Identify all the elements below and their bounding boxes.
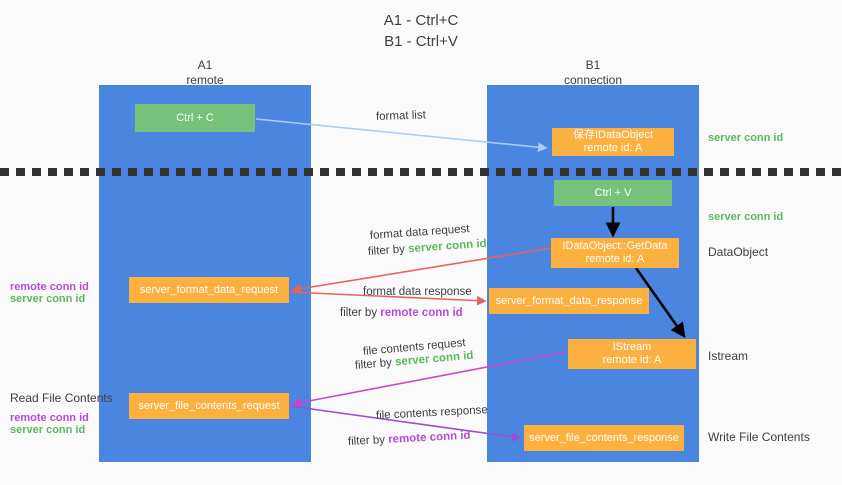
flow-label-format-data-response: format data response	[363, 285, 472, 300]
column-header-b1: B1 connection	[563, 58, 623, 87]
label-left-remote-conn-id-2: remote conn id	[10, 412, 89, 424]
flow-label-format-data-resp-filter-prefix: filter by	[340, 307, 381, 319]
column-header-a1: A1 remote	[186, 58, 224, 87]
box-server-format-data-request-line1: server_format_data_request	[139, 283, 279, 296]
box-istream-line2: remote id: A	[602, 354, 662, 366]
label-dataobject: DataObject	[708, 245, 769, 259]
box-server-file-contents-request-line1: server_file_contents_request	[138, 399, 280, 412]
box-save-idataobject-line1: 保存IDataObject	[572, 129, 654, 141]
label-left-server-conn-id-1: server conn id	[10, 293, 86, 305]
flow-label-format-data-resp-filter-highlight: remote conn id	[380, 307, 463, 319]
box-server-format-data-response[interactable]: server_format_data_response	[489, 288, 649, 314]
page-title: A1 - Ctrl+C B1 - Ctrl+V	[383, 12, 459, 50]
flow-label-format-data-req-filter-highlight: server conn id	[407, 237, 487, 256]
time-separator-dashed-line	[0, 168, 842, 176]
flow-label-format-data-resp-filter: filter by remote conn id	[340, 306, 463, 321]
box-server-format-data-request[interactable]: server_format_data_request	[129, 277, 289, 303]
flow-label-file-contents-resp-filter: filter by remote conn id	[348, 429, 471, 450]
box-ctrl-c[interactable]: Ctrl + C	[135, 104, 255, 132]
box-ctrl-c-line1: Ctrl + C	[176, 111, 214, 124]
flow-label-file-contents-resp-filter-highlight: remote conn id	[387, 429, 471, 446]
box-ctrl-v-line1: Ctrl + V	[594, 186, 632, 199]
flow-label-file-contents-response: file contents response	[376, 403, 489, 424]
box-idataobject-getdata-line1: IDataObject::GetData	[562, 240, 668, 252]
box-ctrl-v[interactable]: Ctrl + V	[554, 180, 672, 206]
label-write-file-contents: Write File Contents	[708, 430, 810, 444]
flow-label-format-list: format list	[376, 108, 426, 125]
label-read-file-contents: Read File Contents	[10, 391, 113, 405]
box-server-file-contents-request[interactable]: server_file_contents_request	[129, 393, 289, 419]
flow-label-file-contents-resp-filter-prefix: filter by	[347, 433, 389, 448]
label-left-server-conn-id-2: server conn id	[10, 424, 86, 436]
box-server-file-contents-response-line1: server_file_contents_response	[529, 431, 679, 444]
box-server-format-data-response-line1: server_format_data_response	[495, 294, 643, 307]
flow-label-format-data-req-filter-prefix: filter by	[367, 243, 409, 258]
box-save-idataobject-line2: remote id: A	[583, 142, 643, 154]
box-server-file-contents-response[interactable]: server_file_contents_response	[524, 425, 684, 451]
box-idataobject-getdata-line2: remote id: A	[585, 253, 645, 265]
label-server-conn-id-1: server conn id	[708, 132, 784, 144]
flow-label-file-contents-response-text: file contents response	[375, 404, 489, 422]
label-left-remote-conn-id-1: remote conn id	[10, 281, 89, 293]
flow-label-format-list-text: format list	[375, 109, 427, 123]
label-server-conn-id-2: server conn id	[708, 211, 784, 223]
box-istream-line1: IStream	[612, 341, 652, 353]
flow-label-file-contents-req-filter-prefix: filter by	[354, 356, 396, 372]
label-istream-label: Istream	[708, 349, 749, 363]
flow-label-format-data-response-text: format data response	[363, 286, 472, 298]
